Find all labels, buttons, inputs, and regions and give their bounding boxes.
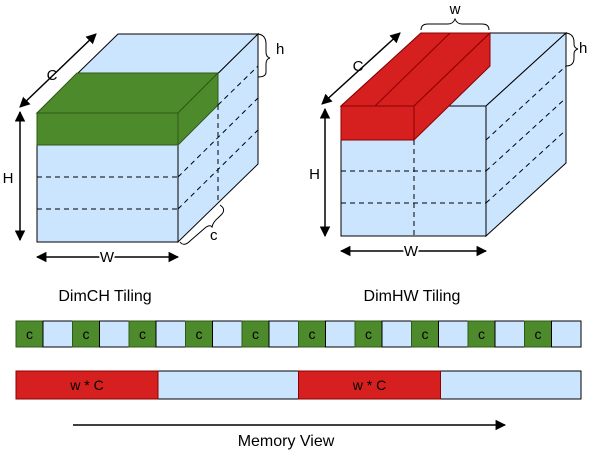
dimch-cube xyxy=(35,32,260,244)
memory-gap-7 xyxy=(381,320,412,348)
memory-tile-c-7 xyxy=(354,320,383,348)
memory-tile-c-2 xyxy=(72,320,100,348)
dimch-green-tile-front xyxy=(36,112,179,146)
dimhw-cube xyxy=(339,31,568,238)
memory-gap-3 xyxy=(155,320,186,348)
memory-tile-c-6-label: c xyxy=(309,326,316,342)
dimch-small-h-label: h xyxy=(276,41,284,58)
memory-tile-c-10 xyxy=(524,320,552,348)
memory-gap-10 xyxy=(551,320,582,348)
dimch-h-label: H xyxy=(3,170,14,187)
dimch-w-label: W xyxy=(100,249,115,266)
memory-tile-c-4-label: c xyxy=(196,326,203,342)
dimhw-c-label: C xyxy=(353,58,364,75)
dimhw-c-arrow xyxy=(321,32,401,105)
dimch-caption: DimCH Tiling xyxy=(58,288,151,305)
memory-tile-wc-1-label: w * C xyxy=(69,377,103,393)
dimhw-h-label: H xyxy=(309,166,320,183)
dimhw-caption: DimHW Tiling xyxy=(364,288,461,305)
dimch-h-brace xyxy=(257,33,271,78)
dimch-side-dash-1 xyxy=(177,97,259,178)
memory-tile-c-5 xyxy=(241,320,270,348)
memory-gap-6 xyxy=(325,320,356,348)
memory-gap-9 xyxy=(494,320,525,348)
dimhw-side-dash-3 xyxy=(485,129,567,204)
memory-tile-c-8-label: c xyxy=(422,326,429,342)
memory-tile-c-2-label: c xyxy=(83,326,90,342)
dimhw-w-brace xyxy=(420,17,490,31)
memory-tile-c-9 xyxy=(467,320,496,348)
dimhw-w-label: W xyxy=(404,243,419,260)
dimhw-side-dash-1 xyxy=(485,65,567,141)
dimch-c-arrow xyxy=(19,33,97,108)
dimhw-small-h-label: h xyxy=(579,40,587,57)
memory-tile-c-10-label: c xyxy=(535,326,542,342)
memory-gap-2 xyxy=(99,320,130,348)
dimch-side-dash-3 xyxy=(217,65,259,106)
memory-tile-wc-2-label: w * C xyxy=(352,377,386,393)
dimch-c-brace xyxy=(179,204,225,245)
dimch-c-label: C xyxy=(47,67,58,84)
dimhw-red-tile-front xyxy=(340,105,415,141)
memory-gap-5 xyxy=(268,320,299,348)
memory-tile-c-7-label: c xyxy=(365,326,372,342)
dimhw-side-dash-2 xyxy=(485,97,567,172)
memory-tile-c-3 xyxy=(128,320,157,348)
dimch-small-c-label: c xyxy=(210,227,218,244)
memory-axis-label: Memory View xyxy=(238,433,335,450)
dimhw-small-w-label: w xyxy=(449,1,461,18)
memory-gap-4 xyxy=(212,320,243,348)
memory-tile-c-1-label: c xyxy=(26,326,33,342)
memory-tile-c-3-label: c xyxy=(139,326,146,342)
memory-tile-c-1 xyxy=(15,320,44,348)
memory-tile-wc-1 xyxy=(15,370,159,400)
memory-tile-wc-2 xyxy=(298,370,441,400)
memory-tile-c-9-label: c xyxy=(478,326,485,342)
memory-strip-dimhw: w * C w * C xyxy=(15,370,582,400)
memory-tile-c-5-label: c xyxy=(252,326,259,342)
dimhw-h-brace xyxy=(565,32,579,67)
memory-gap-8 xyxy=(438,320,469,348)
memory-tile-c-6 xyxy=(298,320,326,348)
memory-tile-c-8 xyxy=(411,320,439,348)
memory-gap-1 xyxy=(42,320,73,348)
